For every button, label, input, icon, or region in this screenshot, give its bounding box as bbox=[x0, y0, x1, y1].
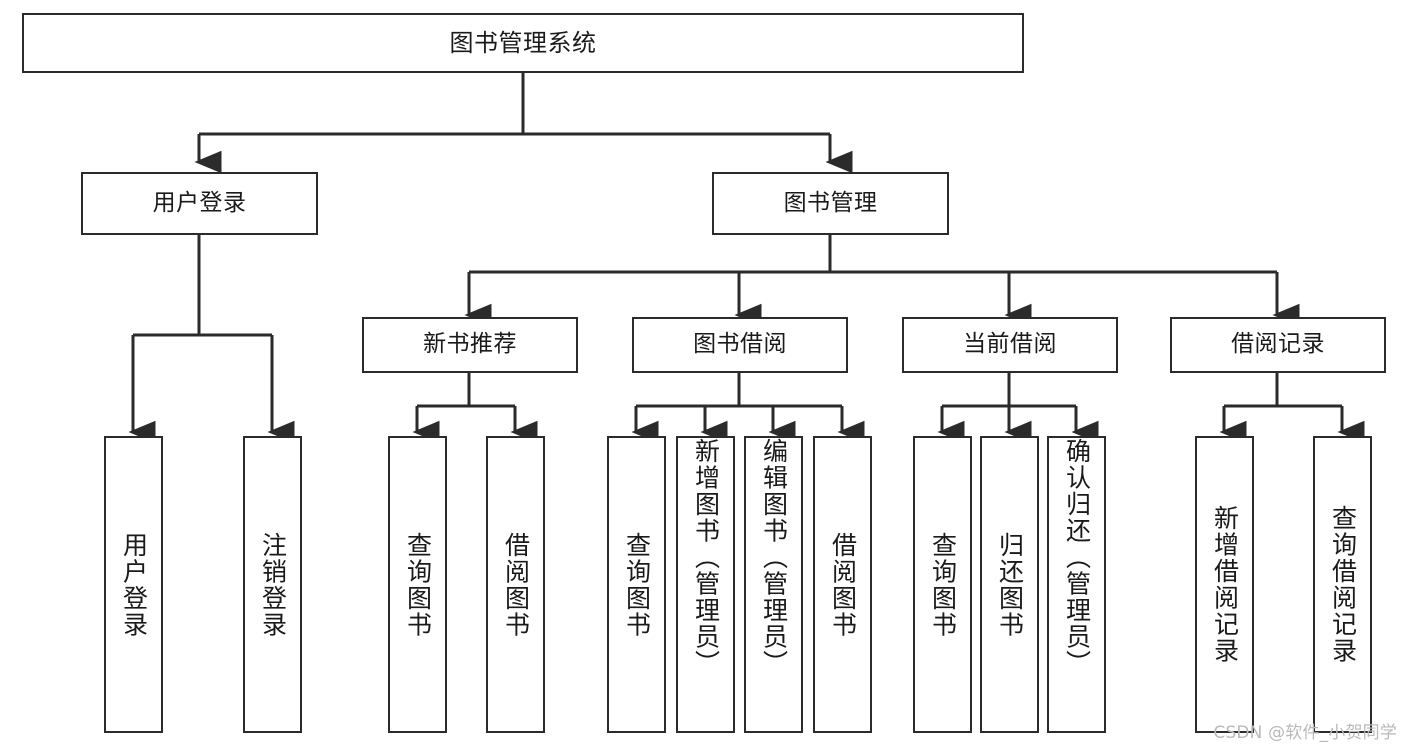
leaf-current-confirm-return[interactable]: 确认归还（管理员） bbox=[1047, 436, 1106, 733]
node-label: 确认归还（管理员） bbox=[1062, 438, 1092, 677]
watermark-credit: CSDN @软件_小贺同学 bbox=[1213, 723, 1397, 743]
node-label: 查询图书 bbox=[928, 531, 958, 638]
node-book-borrow[interactable]: 图书借阅 bbox=[632, 317, 848, 373]
node-new-book-recommend[interactable]: 新书推荐 bbox=[362, 317, 578, 373]
node-label: 编辑图书（管理员） bbox=[759, 438, 789, 677]
node-label: 借阅图书 bbox=[501, 531, 531, 638]
leaf-record-add-record[interactable]: 新增借阅记录 bbox=[1195, 436, 1254, 733]
leaf-user-login-signin[interactable]: 用户登录 bbox=[104, 436, 163, 733]
leaf-current-query-book[interactable]: 查询图书 bbox=[913, 436, 972, 733]
leaf-record-query-record[interactable]: 查询借阅记录 bbox=[1313, 436, 1372, 733]
node-user-login[interactable]: 用户登录 bbox=[81, 172, 318, 235]
leaf-borrow-borrow-book[interactable]: 借阅图书 bbox=[813, 436, 872, 733]
leaf-recommend-borrow-book[interactable]: 借阅图书 bbox=[486, 436, 545, 733]
node-label: 图书管理 bbox=[783, 189, 878, 216]
node-label: 新书推荐 bbox=[423, 331, 517, 358]
node-label: 借阅记录 bbox=[1231, 331, 1325, 358]
node-label: 用户登录 bbox=[152, 189, 247, 216]
node-label: 归还图书 bbox=[995, 531, 1025, 638]
node-book-management[interactable]: 图书管理 bbox=[712, 172, 949, 235]
leaf-recommend-query-book[interactable]: 查询图书 bbox=[388, 436, 447, 733]
node-borrow-record[interactable]: 借阅记录 bbox=[1170, 317, 1386, 373]
node-label: 新增图书（管理员） bbox=[691, 438, 721, 677]
leaf-borrow-edit-book[interactable]: 编辑图书（管理员） bbox=[744, 436, 803, 733]
node-label: 用户登录 bbox=[119, 531, 149, 638]
node-label: 查询图书 bbox=[622, 531, 652, 638]
leaf-borrow-query-book[interactable]: 查询图书 bbox=[607, 436, 666, 733]
node-label: 图书借阅 bbox=[693, 331, 787, 358]
node-label: 查询借阅记录 bbox=[1328, 505, 1358, 664]
leaf-current-return-book[interactable]: 归还图书 bbox=[980, 436, 1039, 733]
node-label: 图书管理系统 bbox=[449, 28, 597, 57]
leaf-borrow-add-book[interactable]: 新增图书（管理员） bbox=[676, 436, 735, 733]
node-label: 借阅图书 bbox=[828, 531, 858, 638]
node-label: 当前借阅 bbox=[963, 331, 1057, 358]
node-label: 注销登录 bbox=[258, 531, 288, 638]
node-root-system[interactable]: 图书管理系统 bbox=[22, 13, 1024, 73]
node-label: 新增借阅记录 bbox=[1210, 505, 1240, 664]
leaf-user-login-signout[interactable]: 注销登录 bbox=[243, 436, 302, 733]
node-label: 查询图书 bbox=[403, 531, 433, 638]
node-current-borrow[interactable]: 当前借阅 bbox=[902, 317, 1118, 373]
